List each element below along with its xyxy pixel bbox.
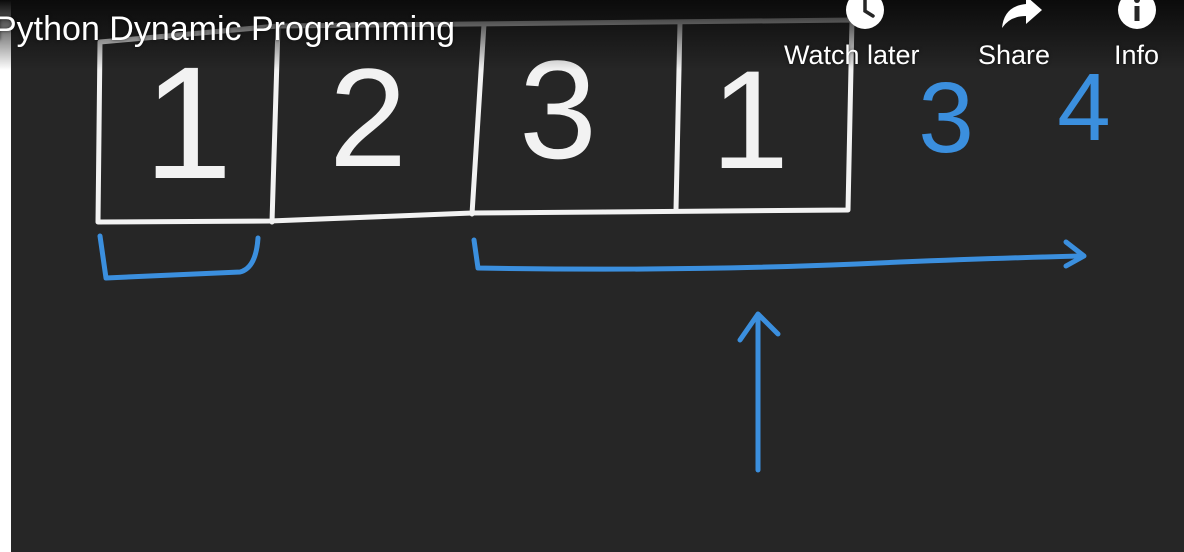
watch-later-button[interactable]: Watch later	[784, 0, 920, 71]
share-label: Share	[978, 40, 1051, 70]
share-button[interactable]: Share	[978, 0, 1050, 71]
top-overlay-shade	[0, 0, 1184, 70]
share-arrow-icon	[1002, 0, 1043, 28]
watch-later-label: Watch later	[784, 40, 920, 70]
up-arrow-head	[737, 311, 781, 343]
bracket-arrowhead	[1063, 239, 1087, 269]
video-title[interactable]: Python Dynamic Programming	[0, 10, 456, 48]
clock-icon	[845, 0, 884, 29]
info-button[interactable]: Info	[1114, 0, 1159, 71]
extra-digit-3: 3	[918, 62, 974, 174]
info-icon	[1117, 0, 1156, 29]
bracket-long	[471, 237, 1083, 272]
left-white-strip	[0, 0, 11, 552]
info-label: Info	[1114, 40, 1160, 70]
overlay-actions: Watch later Share Info	[0, 0, 1184, 90]
extra-digit-4: 4	[1057, 54, 1110, 161]
bracket-small	[97, 233, 261, 281]
